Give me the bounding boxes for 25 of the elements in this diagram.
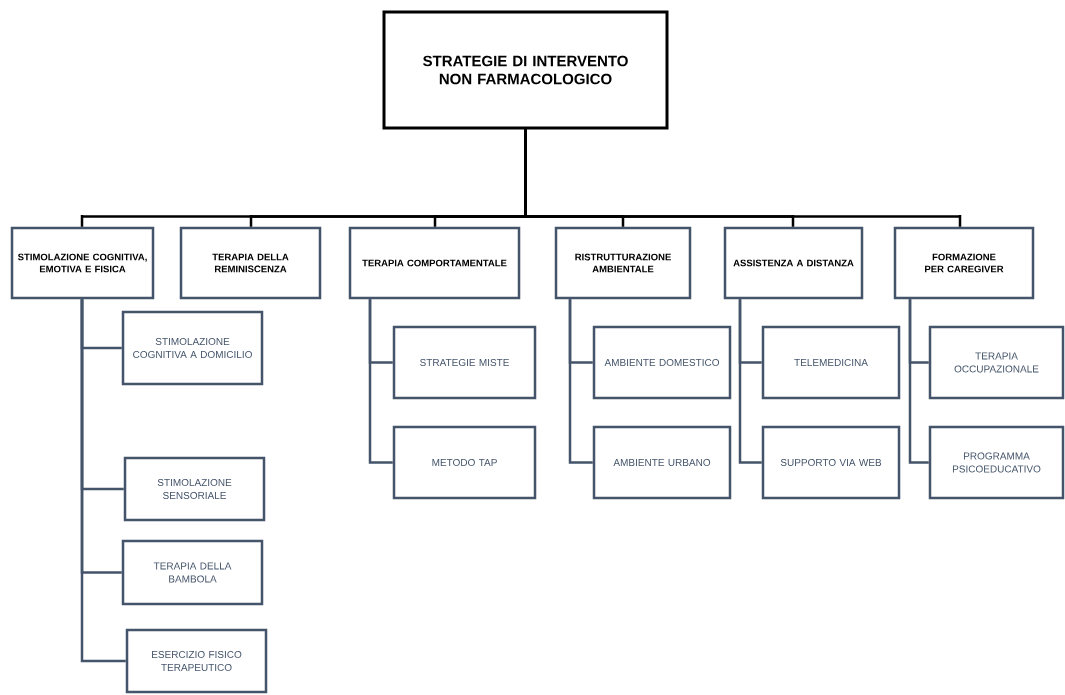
subcategory-box: PROGRAMMA PSICOEDUCATIVO [928,425,1065,500]
subcategory-box: AMBIENTE DOMESTICO [592,325,732,400]
subcategory-box: TELEMEDICINA [761,325,901,400]
connector-line [368,299,393,464]
subcategory-box: STIMOLAZIONE SENSORIALE [123,456,266,522]
category-box: RISTRUTTURAZIONE AMBIENTALE [554,226,692,300]
category-box: STIMOLAZIONE COGNITIVA, EMOTIVA E FISICA [10,226,155,300]
connector-line [568,299,593,464]
connector-line [524,129,962,227]
connector-line [908,299,929,464]
subcategory-box: METODO TAP [392,425,537,500]
subcategory-box: STIMOLAZIONE COGNITIVA A DOMICILIO [121,310,264,386]
subcategory-box: ESERCIZIO FISICO TERAPEUTICO [125,628,268,694]
category-box: FORMAZIONE PER CAREGIVER [893,226,1035,300]
category-box: TERAPIA COMPORTAMENTALE [348,226,521,300]
subcategory-box: TERAPIA DELLA BAMBOLA [121,539,264,606]
subcategory-box: TERAPIA OCCUPAZIONALE [928,325,1065,400]
category-box: ASSISTENZA A DISTANZA [723,226,864,300]
category-box: TERAPIA DELLA REMINISCENZA [179,226,322,300]
connector-line [738,299,762,464]
subcategory-box: AMBIENTE URBANO [592,425,732,500]
subcategory-box: STRATEGIE MISTE [392,325,537,400]
title-box: STRATEGIE DI INTERVENTO NON FARMACOLOGICO [382,10,669,130]
connector-line [80,299,126,663]
subcategory-box: SUPPORTO VIA WEB [761,425,901,500]
